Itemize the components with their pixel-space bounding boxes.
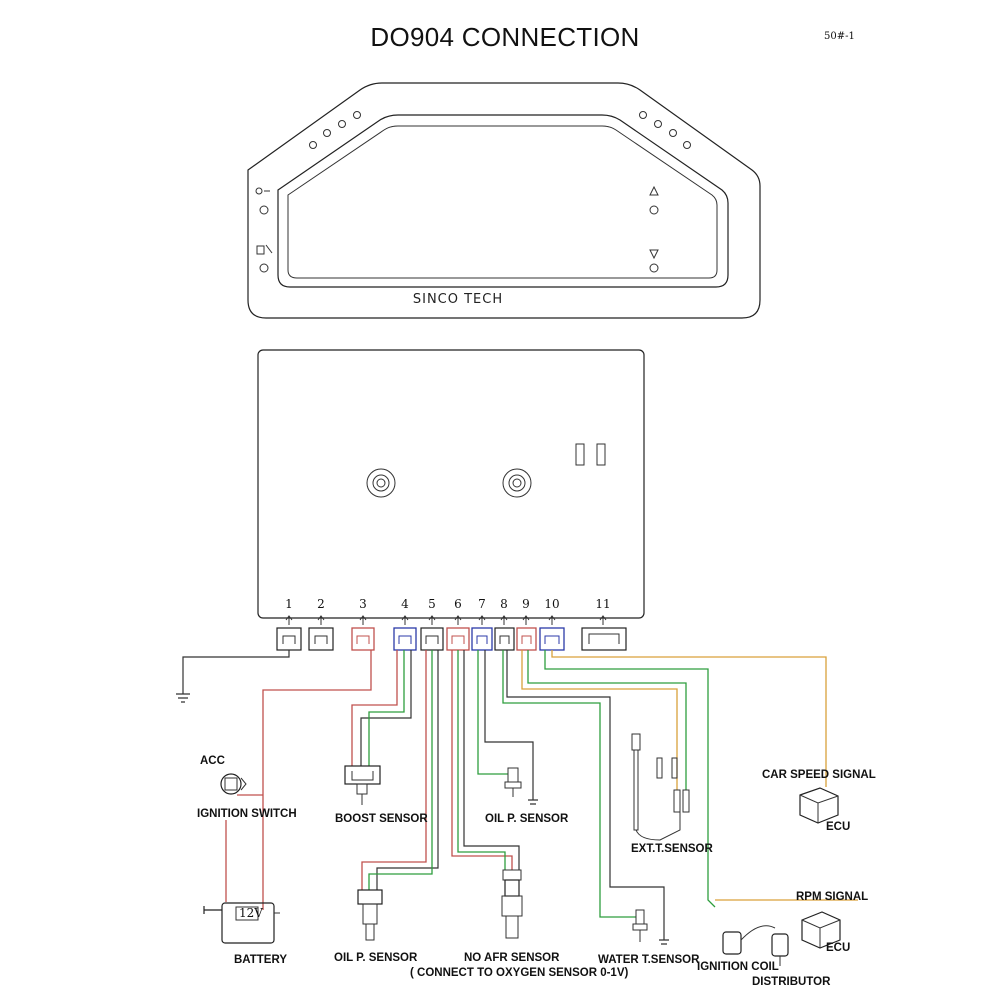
- brand-label: SINCO TECH: [413, 292, 503, 307]
- battery: [203, 902, 280, 944]
- pin-labels: 1 2 3 4 5 6 7 8 9 10 11: [285, 597, 610, 611]
- ignition-switch-label: IGNITION SWITCH: [197, 808, 297, 820]
- right-button-top[interactable]: [649, 205, 659, 215]
- pin-label: 8: [500, 597, 508, 611]
- pin-label: 11: [595, 597, 610, 611]
- left-button-top[interactable]: [259, 205, 269, 215]
- ecu-rpm-box: [801, 911, 841, 949]
- pin-label: 6: [454, 597, 462, 611]
- pin-label: 1: [285, 597, 293, 611]
- reset-icon: [256, 244, 273, 255]
- ecu-speed-label: ECU: [826, 821, 850, 833]
- pin-label: 10: [544, 597, 559, 611]
- afr-sensor-label: NO AFR SENSOR: [464, 952, 560, 964]
- pin-label: 7: [478, 597, 486, 611]
- diagram-title: DO904 CONNECTION: [370, 22, 640, 52]
- distributor: [771, 933, 789, 966]
- ext-t-sensor-label: EXT.T.SENSOR: [631, 843, 713, 855]
- pin-label: 3: [359, 597, 367, 611]
- acc-switch[interactable]: [220, 773, 247, 795]
- left-button-bottom[interactable]: [259, 263, 269, 273]
- diagram-code: 50#-1: [824, 31, 855, 42]
- dashboard-back: [257, 349, 645, 619]
- boost-sensor-label: BOOST SENSOR: [335, 813, 428, 825]
- oil-p-sensor-bottom: [357, 889, 383, 941]
- settings-icon: [255, 187, 270, 195]
- ignition-coil: [722, 925, 776, 955]
- pin-label: 2: [317, 597, 325, 611]
- water-t-sensor: [632, 909, 648, 942]
- battery-voltage-label: 12V: [239, 906, 263, 920]
- shift-lights-left: [309, 111, 361, 149]
- connectors: [276, 627, 627, 651]
- down-arrow-icon: [649, 249, 659, 260]
- pin-label: 9: [522, 597, 530, 611]
- pin-label: 5: [428, 597, 436, 611]
- dashboard-front: SINCO TECH: [247, 82, 761, 319]
- shift-lights-right: [639, 111, 691, 149]
- distributor-label: DISTRIBUTOR: [752, 976, 831, 988]
- car-speed-signal-label: CAR SPEED SIGNAL: [762, 769, 876, 781]
- oil-p-sensor-top-label: OIL P. SENSOR: [485, 813, 569, 825]
- oil-p-sensor-top: [504, 767, 522, 797]
- oil-p-sensor-bottom-label: OIL P. SENSOR: [334, 952, 418, 964]
- right-button-bottom[interactable]: [649, 263, 659, 273]
- ecu-rpm-label: ECU: [826, 942, 850, 954]
- pin-arrows: [285, 615, 607, 625]
- wires: [176, 650, 858, 945]
- afr-sensor: [501, 869, 523, 939]
- afr-note-label: ( CONNECT TO OXYGEN SENSOR 0-1V): [410, 967, 628, 979]
- boost-sensor: [344, 765, 381, 805]
- ecu-speed-box: [799, 787, 839, 824]
- rpm-signal-label: RPM SIGNAL: [796, 891, 868, 903]
- battery-label: BATTERY: [234, 954, 287, 966]
- water-t-sensor-label: WATER T.SENSOR: [598, 954, 700, 966]
- ignition-coil-label: IGNITION COIL: [697, 961, 779, 973]
- pin-label: 4: [401, 597, 409, 611]
- up-arrow-icon: [649, 185, 659, 196]
- acc-label: ACC: [200, 755, 225, 767]
- ext-t-sensor: [631, 733, 690, 841]
